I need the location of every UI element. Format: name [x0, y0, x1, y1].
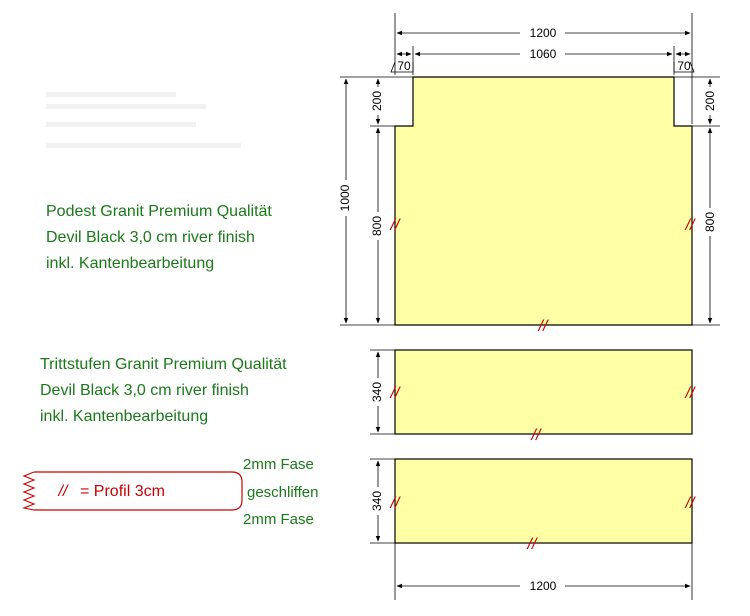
dim-step1-height-text: 340 [370, 382, 384, 402]
edge-marker-podest-left: // [390, 217, 401, 234]
dim-podest-total-height: 1000 [336, 76, 413, 326]
edge-marker-step1-right: // [685, 385, 696, 402]
edge-marker-podest-right: // [685, 217, 696, 234]
edge-marker-podest-bottom: // [538, 318, 549, 335]
dim-overall-width-bottom-text: 1200 [530, 579, 557, 593]
dim-podest-right-height: 800 [692, 127, 720, 326]
legend-ground: geschliffen [247, 484, 318, 501]
podest-label-line1: Podest Granit Premium Qualität [46, 203, 272, 220]
edge-marker-step1-left: // [390, 385, 401, 402]
step-slab-2 [394, 458, 693, 544]
dim-overall-width-top-text: 1200 [530, 26, 557, 40]
podest-label-line2: Devil Black 3,0 cm river finish [46, 229, 255, 246]
dim-notch-height-left: 200 [369, 78, 395, 127]
steps-label-line2: Devil Black 3,0 cm river finish [40, 382, 249, 399]
faded-text-3 [46, 122, 196, 127]
dim-podest-right-height-text: 800 [703, 212, 717, 232]
legend-fase-top: 2mm Fase [243, 456, 314, 473]
dim-podest-left-height-text: 800 [370, 216, 384, 236]
dim-notch-right-text: 70 [677, 59, 691, 73]
steps-label: Trittstufen Granit Premium Qualität Devi… [40, 356, 287, 425]
steps-label-line3: inkl. Kantenbearbeitung [40, 408, 208, 425]
faded-text-4 [46, 143, 241, 148]
dim-step2-height: 340 [369, 458, 395, 544]
dim-step2-height-text: 340 [370, 491, 384, 511]
legend-profile-text: = Profil 3cm [80, 483, 165, 500]
dim-notch-left-text: 70 [397, 59, 411, 73]
dim-step1-height: 340 [369, 349, 395, 435]
profile-break-icon [22, 471, 36, 511]
dim-inner-width-text: 1060 [530, 47, 557, 61]
podest-label: Podest Granit Premium Qualität Devil Bla… [46, 203, 272, 272]
step-slab-1 [394, 349, 693, 435]
dim-notch-height-right: 200 [674, 76, 720, 127]
dim-overall-width-bottom: 1200 [394, 543, 693, 600]
legend-fase-bottom: 2mm Fase [243, 511, 314, 528]
dim-podest-total-height-text: 1000 [338, 184, 352, 211]
dim-notch-height-left-text: 200 [370, 91, 384, 111]
faded-text-2 [46, 104, 206, 109]
faded-text-1 [46, 92, 176, 97]
profile-legend: // = Profil 3cm 2mm Fase geschliffen 2mm… [22, 456, 318, 528]
edge-marker-step2-right: // [685, 495, 696, 512]
edge-marker-step1-bottom: // [531, 427, 542, 444]
legend-marker: // [58, 483, 69, 500]
podest-label-line3: inkl. Kantenbearbeitung [46, 255, 214, 272]
podest-slab [394, 76, 693, 326]
edge-marker-step2-left: // [390, 495, 401, 512]
dim-overall-width-top: 1200 [394, 13, 693, 124]
profile-outline [34, 471, 243, 511]
edge-marker-step2-bottom: // [527, 536, 538, 553]
dim-notch-height-right-text: 200 [703, 91, 717, 111]
steps-label-line1: Trittstufen Granit Premium Qualität [40, 356, 287, 373]
dim-podest-left-height: 800 [369, 127, 387, 324]
dim-inner-width: 1060 70 70 [390, 46, 695, 75]
